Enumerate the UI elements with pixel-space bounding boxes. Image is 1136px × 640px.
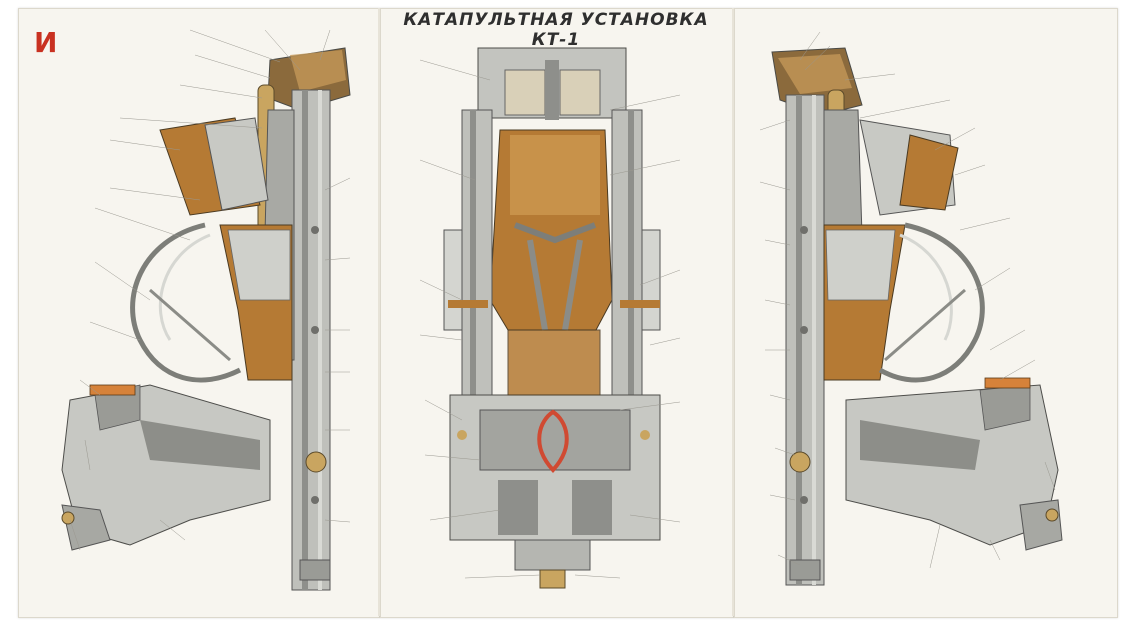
fold-line-right: [732, 8, 734, 616]
sheet-letter: И: [34, 26, 58, 59]
poster-title: КАТАПУЛЬТНАЯ УСТАНОВКА КТ-1: [403, 10, 709, 50]
guide-rail-left: [291, 89, 331, 591]
fold-line-left: [378, 8, 380, 616]
ejection-handle-ring-icon: [537, 409, 569, 473]
shoulder-cushion-right: [899, 134, 959, 211]
